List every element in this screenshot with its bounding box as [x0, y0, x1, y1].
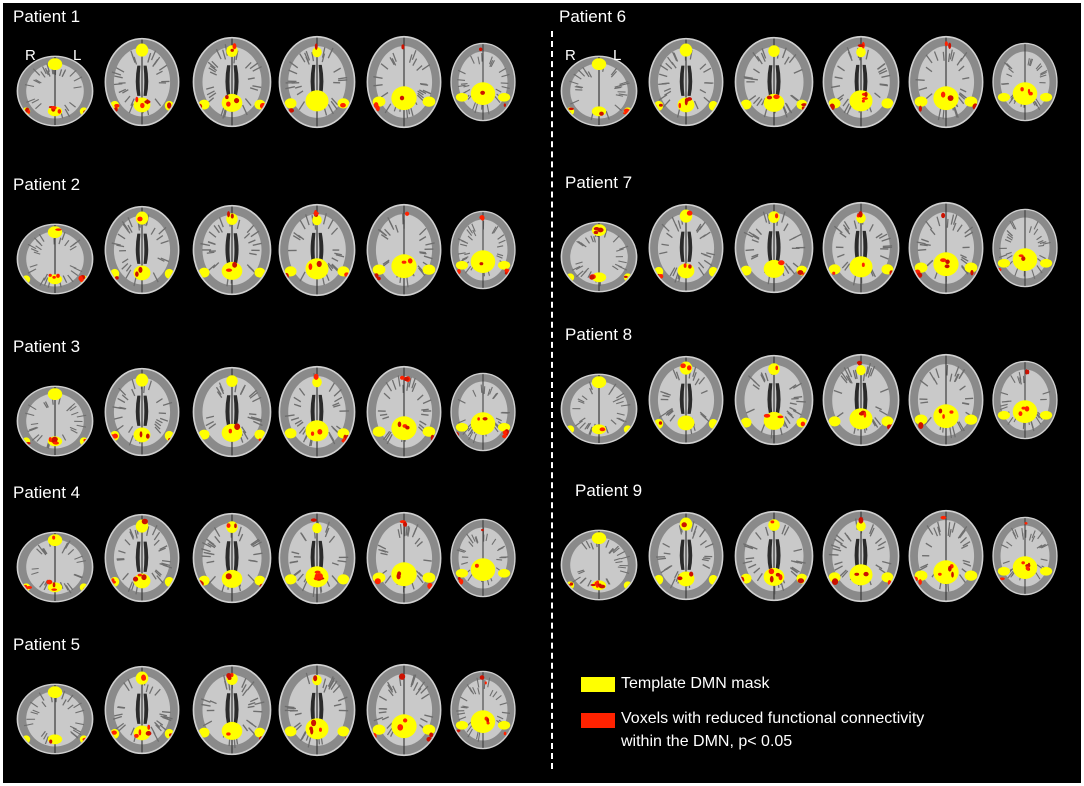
brain-slice-p1-s5 — [366, 35, 442, 129]
brain-slice-p1-s2 — [104, 37, 180, 127]
brain-slice-p8-s4 — [822, 353, 900, 447]
brain-slice-p6-s3 — [734, 36, 814, 128]
legend-swatch-reduced — [581, 713, 615, 728]
brain-slice-p9-s4 — [822, 509, 900, 603]
brain-slice-p2-s3 — [192, 204, 272, 296]
brain-slice-p5-s1 — [16, 683, 94, 755]
brain-slice-p2-s1 — [16, 223, 94, 295]
brain-slice-p7-s3 — [734, 202, 814, 294]
patient-label-1: Patient 1 — [13, 7, 81, 26]
patient-label-8: Patient 8 — [565, 325, 633, 344]
legend-swatch-template — [581, 677, 615, 692]
brain-slice-p4-s6 — [450, 518, 516, 598]
brain-slice-p9-s6 — [992, 516, 1058, 596]
brain-slice-p8-s5 — [908, 353, 984, 447]
patient-label-4: Patient 4 — [13, 483, 81, 502]
brain-slice-p9-s5 — [908, 509, 984, 603]
brain-slice-p3-s5 — [366, 365, 442, 459]
brain-slice-p6-s1 — [560, 55, 638, 127]
brain-slice-p2-s4 — [278, 203, 356, 297]
brain-slice-p5-s2 — [104, 665, 180, 755]
brain-slice-p1-s3 — [192, 36, 272, 128]
brain-slice-p5-s6 — [450, 670, 516, 750]
brain-slice-p4-s4 — [278, 511, 356, 605]
patient-label-2: Patient 2 — [13, 175, 81, 194]
brain-slice-p7-s4 — [822, 201, 900, 295]
patient-label-9: Patient 9 — [575, 481, 643, 500]
brain-slice-p2-s6 — [450, 210, 516, 290]
brain-slice-p2-s2 — [104, 205, 180, 295]
orient-right-p6: R — [565, 47, 576, 64]
brain-slice-p4-s1 — [16, 531, 94, 603]
brain-slice-p3-s3 — [192, 366, 272, 458]
brain-slice-p4-s3 — [192, 512, 272, 604]
brain-slice-p7-s6 — [992, 208, 1058, 288]
brain-slice-p7-s1 — [560, 221, 638, 293]
brain-slice-p4-s5 — [366, 511, 442, 605]
brain-slice-p7-s5 — [908, 201, 984, 295]
legend-label-reduced-line1: Voxels with reduced functional connectiv… — [621, 710, 925, 727]
brain-slice-p6-s4 — [822, 35, 900, 129]
brain-slice-p5-s4 — [278, 663, 356, 757]
brain-slice-p8-s3 — [734, 354, 814, 446]
brain-slice-p1-s1 — [16, 55, 94, 127]
brain-slice-p9-s3 — [734, 510, 814, 602]
brain-slice-p1-s6 — [450, 42, 516, 122]
brain-slice-p3-s6 — [450, 372, 516, 452]
patient-label-7: Patient 7 — [565, 173, 633, 192]
brain-slice-p6-s5 — [908, 35, 984, 129]
orient-left-p6: L — [613, 47, 622, 64]
brain-slice-p2-s5 — [366, 203, 442, 297]
brain-slice-p8-s2 — [648, 355, 724, 445]
brain-slice-p5-s5 — [366, 663, 442, 757]
brain-slice-p5-s3 — [192, 664, 272, 756]
patient-label-6: Patient 6 — [559, 7, 627, 26]
patient-label-5: Patient 5 — [13, 635, 81, 654]
brain-slice-p6-s6 — [992, 42, 1058, 122]
legend-label-reduced-line2: within the DMN, p< 0.05 — [621, 733, 793, 750]
brain-slice-p8-s1 — [560, 373, 638, 445]
legend-label-template: Template DMN mask — [621, 675, 770, 692]
patient-label-3: Patient 3 — [13, 337, 81, 356]
brain-slice-p3-s1 — [16, 385, 94, 457]
brain-slice-p7-s2 — [648, 203, 724, 293]
brain-slice-p9-s2 — [648, 511, 724, 601]
brain-slice-p6-s2 — [648, 37, 724, 127]
brain-slice-p4-s2 — [104, 513, 180, 603]
brain-slice-p1-s4 — [278, 35, 356, 129]
orient-left-p1: L — [73, 47, 82, 64]
brain-slice-p8-s6 — [992, 360, 1058, 440]
brain-figure-panel: Template DMN mask Voxels with reduced fu… — [3, 3, 1081, 783]
column-divider — [551, 31, 553, 769]
brain-slice-p3-s4 — [278, 365, 356, 459]
brain-slice-p9-s1 — [560, 529, 638, 601]
brain-slice-p3-s2 — [104, 367, 180, 457]
orient-right-p1: R — [25, 47, 36, 64]
